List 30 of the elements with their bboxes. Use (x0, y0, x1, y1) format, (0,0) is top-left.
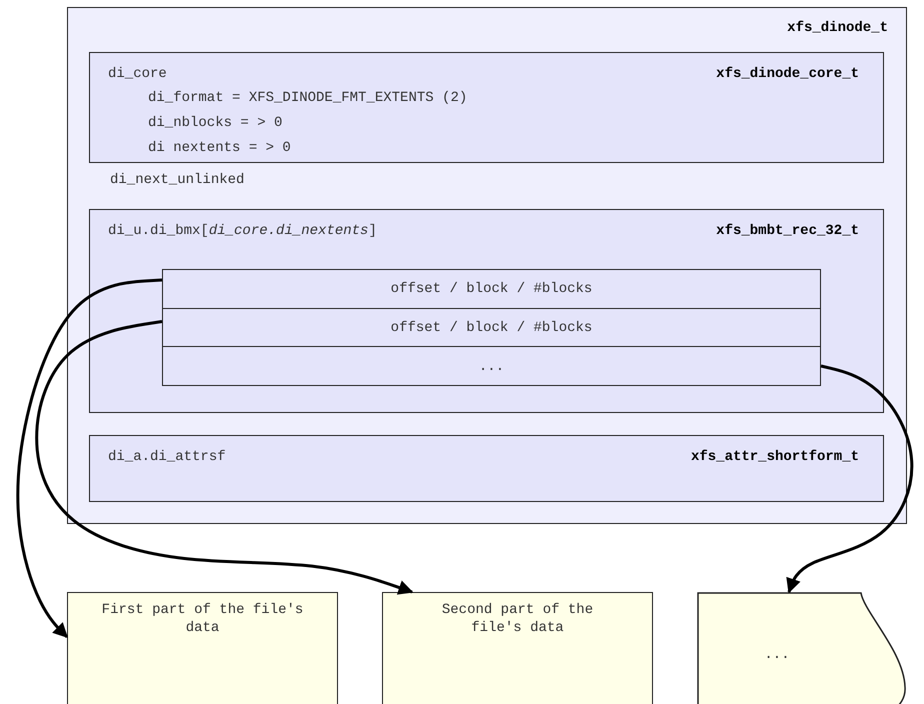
type-name: xfs_dinode_t (787, 19, 888, 37)
type-name: xfs_attr_shortform_t (690, 448, 859, 466)
record-row (162, 346, 821, 386)
arrow (786, 364, 914, 594)
field-name: di_next_unlinked (110, 171, 244, 189)
structure-box (89, 52, 884, 163)
block-text: ... (763, 646, 791, 664)
block-text: First part of the file's data (100, 601, 304, 637)
record-row (162, 308, 821, 347)
arrow (16, 278, 162, 638)
block-text: ... (478, 358, 506, 376)
type-name: xfs_bmbt_rec_32_t (716, 222, 859, 240)
structure-box (89, 435, 884, 502)
structure-box (89, 209, 884, 413)
data-block (67, 592, 338, 704)
record-row (162, 269, 821, 309)
block-text: offset / block / #blocks (390, 319, 594, 337)
block-text: offset / block / #blocks (390, 280, 594, 298)
data-block (382, 592, 653, 704)
block-text: Second part of the file's data (440, 601, 594, 637)
type-name: xfs_dinode_core_t (716, 65, 859, 83)
structure-box (67, 7, 907, 524)
field-name: di_a.di_attrsf (108, 448, 226, 466)
field-name: di nextents = > 0 (148, 139, 291, 157)
field-name: di_u.di_bmx[di_core.di_nextents] (108, 222, 377, 240)
data-block (697, 592, 909, 704)
field-name: di_format = XFS_DINODE_FMT_EXTENTS (2) (148, 89, 468, 107)
field-name: di_nblocks = > 0 (148, 114, 282, 132)
field-name: di_core (108, 65, 167, 83)
arrow (35, 320, 414, 595)
